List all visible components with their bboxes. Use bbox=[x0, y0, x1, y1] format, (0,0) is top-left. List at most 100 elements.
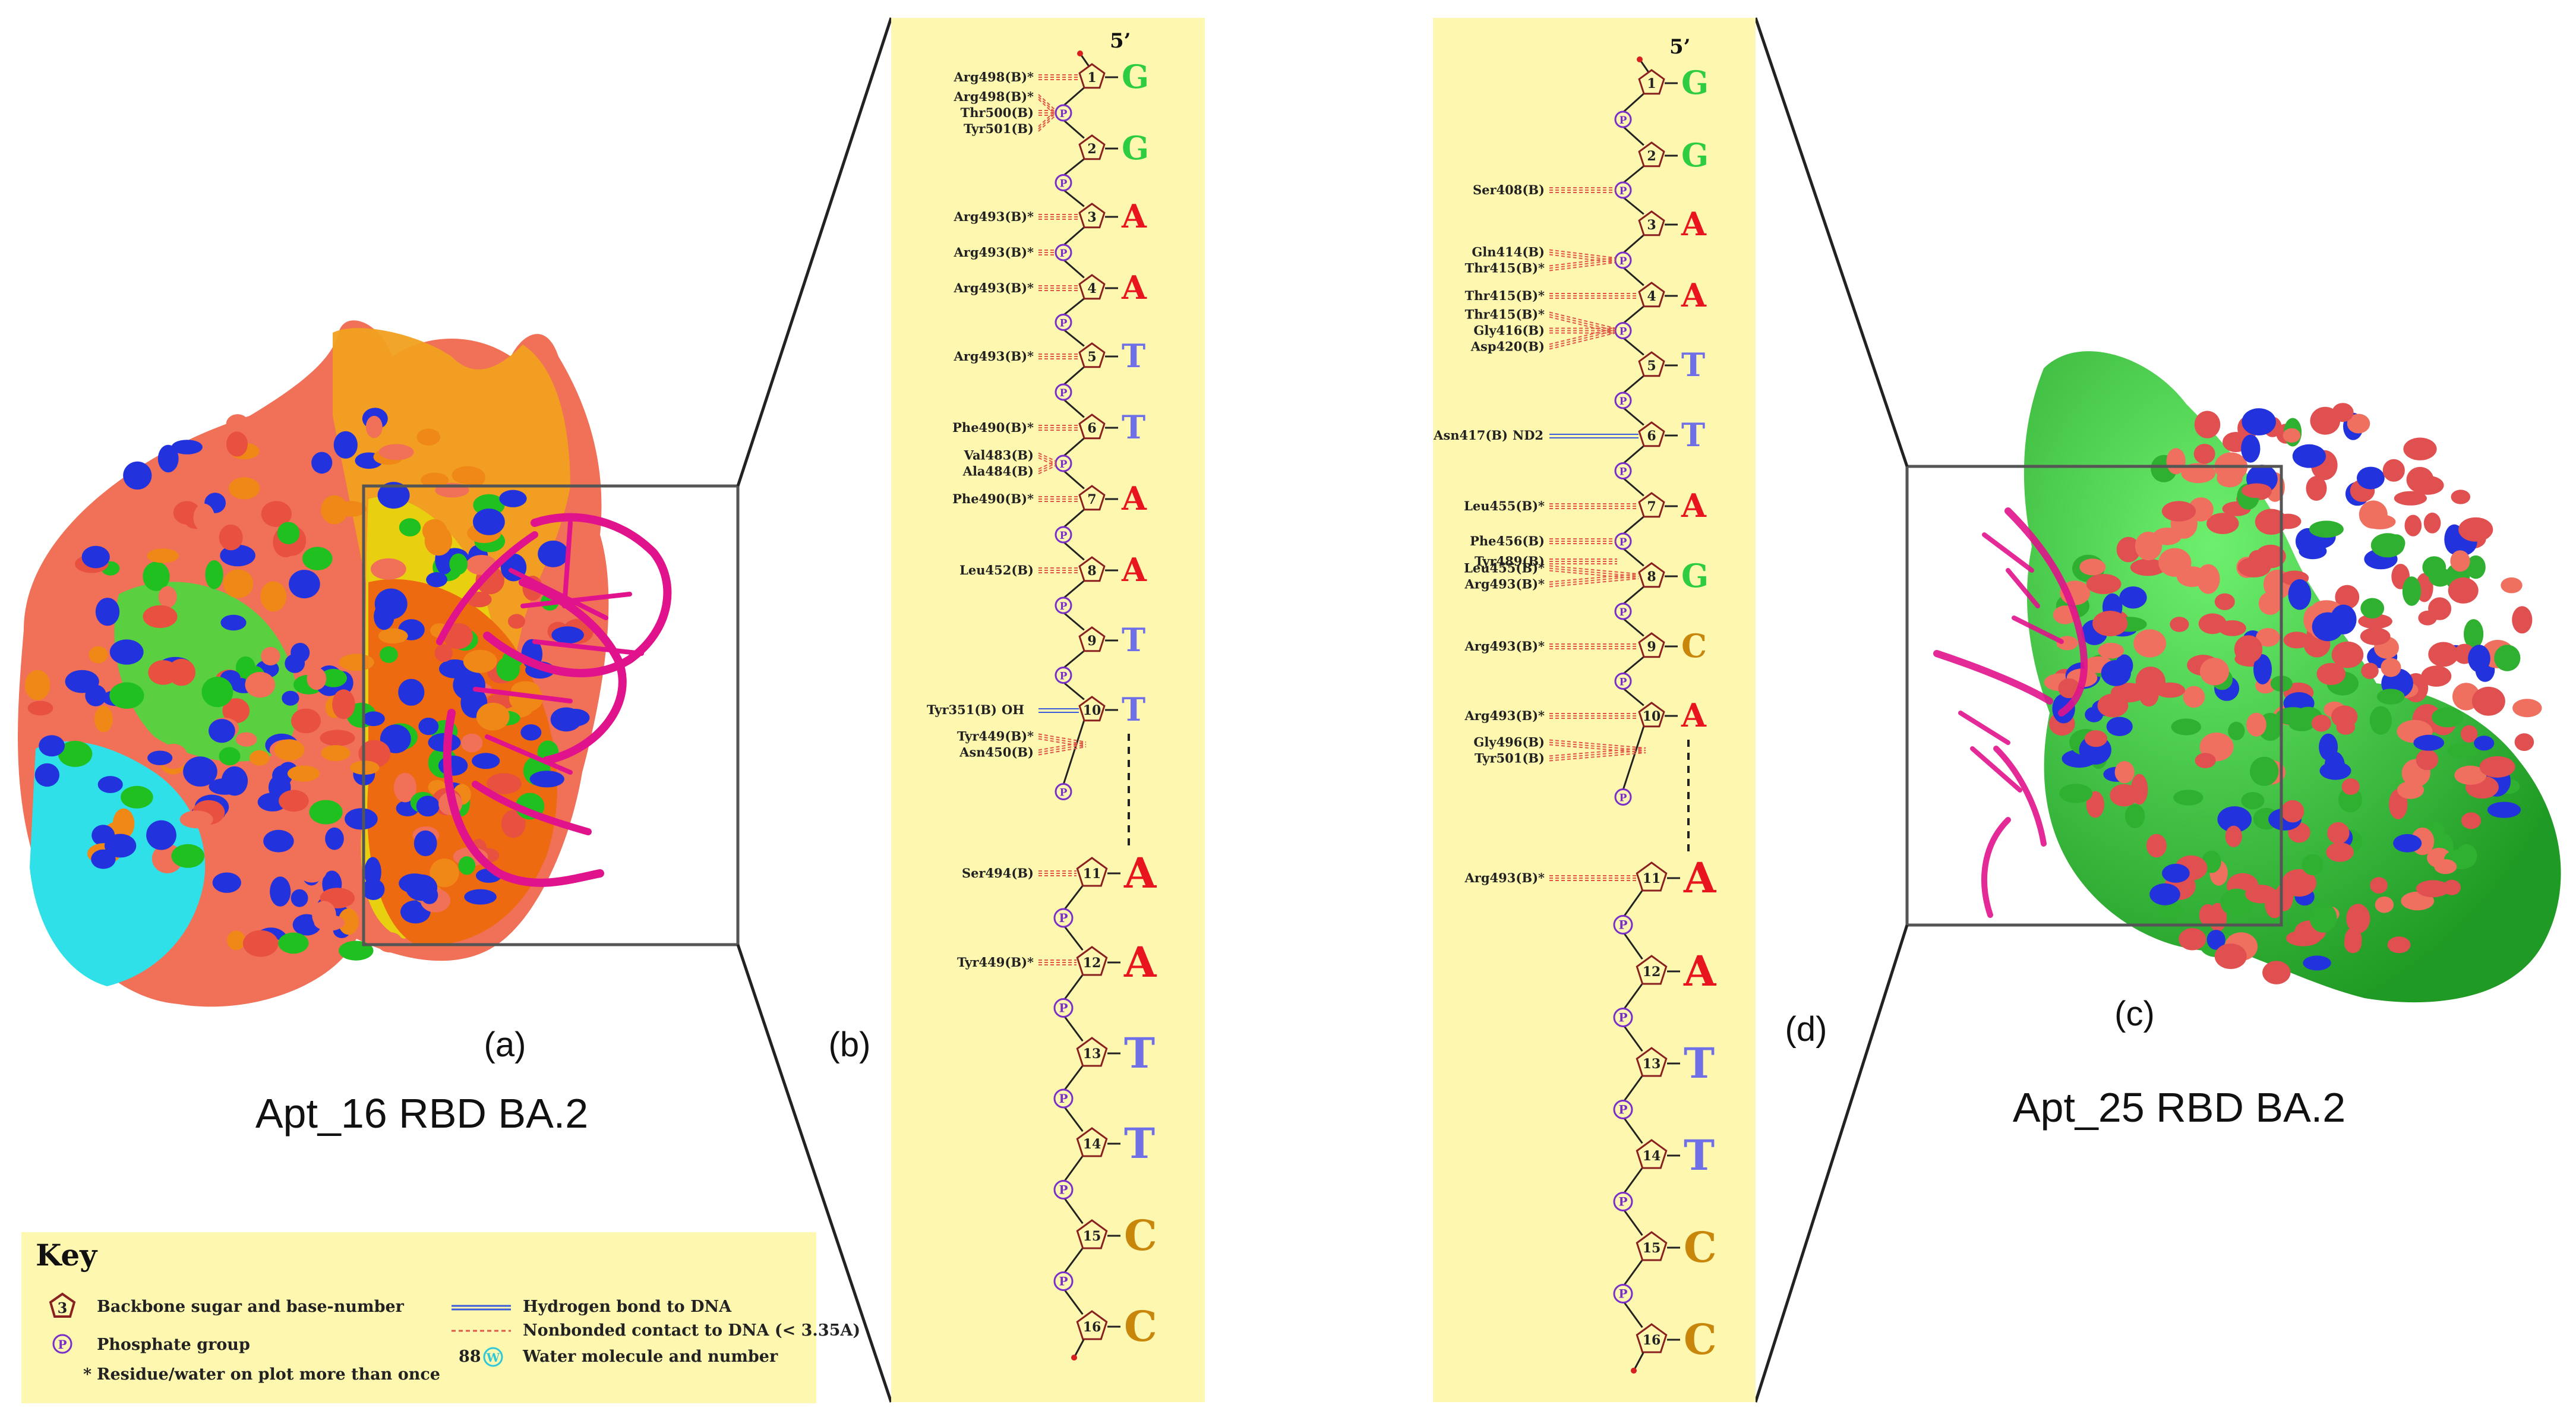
surface-atom bbox=[476, 702, 510, 731]
key-sugar-text: Backbone sugar and base-number bbox=[97, 1298, 405, 1316]
nucleotide-number: 3 bbox=[1087, 210, 1096, 225]
nonbonded-contact bbox=[1549, 752, 1646, 762]
sugar-pentagon-icon bbox=[1078, 63, 1106, 89]
sugar-pentagon-icon bbox=[1638, 421, 1665, 447]
nonbonded-contact bbox=[1549, 565, 1639, 575]
surface-atom bbox=[242, 930, 279, 957]
residue-label: Thr415(B)* bbox=[1465, 307, 1545, 322]
zoom-line-a-bottom bbox=[736, 944, 893, 1403]
phosphate-circle-icon bbox=[1055, 596, 1072, 614]
surface-atom bbox=[89, 646, 108, 664]
hbond-residue-label: Tyr351(B) bbox=[927, 702, 997, 717]
surface-atom bbox=[277, 522, 300, 545]
sugar-pentagon-icon bbox=[1078, 414, 1106, 440]
surface-atom bbox=[97, 776, 123, 793]
surface-atom bbox=[2206, 930, 2225, 950]
nucleotide-number: 7 bbox=[1647, 499, 1656, 515]
nonbonded-contact bbox=[1038, 746, 1087, 756]
nonbonded-contact bbox=[1038, 744, 1087, 753]
surface-atom bbox=[380, 724, 411, 753]
sugar-pentagon-icon bbox=[1078, 203, 1106, 229]
surface-atom bbox=[2347, 414, 2370, 434]
phosphate-symbol: P bbox=[1059, 1001, 1068, 1015]
hbond-atom-label: ND2 bbox=[1513, 428, 1543, 443]
surface-atom bbox=[65, 670, 99, 693]
surface-atom bbox=[34, 763, 59, 787]
surface-atom bbox=[2344, 932, 2362, 954]
nonbonded-contact bbox=[1549, 578, 1639, 588]
nonbonded-contact bbox=[1549, 257, 1616, 267]
phosphate-symbol: P bbox=[1620, 115, 1627, 127]
surface-atom bbox=[362, 711, 385, 727]
surface-atom bbox=[378, 628, 408, 644]
surface-atom bbox=[2217, 469, 2243, 488]
nonbonded-contact bbox=[1038, 457, 1056, 466]
surface-atom bbox=[398, 678, 425, 706]
residue-label: Asp420(B) bbox=[1470, 339, 1545, 354]
base-letter: A bbox=[1683, 853, 1717, 902]
surface-atom bbox=[2188, 497, 2214, 522]
nonbonded-contact bbox=[1038, 741, 1087, 751]
nonbonded-contact bbox=[1549, 262, 1616, 272]
surface-atom bbox=[2198, 613, 2227, 635]
nucleotide-number: 16 bbox=[1083, 1320, 1101, 1335]
base-letter: A bbox=[1123, 938, 1157, 987]
zoom-line-c-top bbox=[1754, 17, 1909, 467]
surface-atom bbox=[321, 495, 348, 525]
surface-atom bbox=[487, 773, 522, 794]
phosphate-circle-icon bbox=[1055, 383, 1072, 401]
residue-label: Leu455(B)* bbox=[1464, 498, 1545, 513]
surface-atom bbox=[274, 739, 305, 761]
base-letter: T bbox=[1122, 621, 1145, 659]
surface-atom bbox=[550, 707, 582, 732]
key-water-symbol: W bbox=[486, 1350, 500, 1365]
nucleotide-number: 14 bbox=[1083, 1137, 1101, 1152]
phosphate-circle-icon bbox=[1055, 667, 1072, 684]
key-water-text: Water molecule and number bbox=[522, 1347, 778, 1366]
surface-atom bbox=[2170, 617, 2189, 632]
sugar-pentagon-icon bbox=[1078, 134, 1106, 160]
nonbonded-contact bbox=[1038, 733, 1087, 743]
surface-atom bbox=[2133, 629, 2167, 658]
surface-atom bbox=[2309, 903, 2337, 933]
surface-atom bbox=[421, 886, 438, 904]
phosphate-circle-icon bbox=[1055, 526, 1072, 544]
surface-atom bbox=[345, 808, 378, 830]
surface-atom bbox=[2451, 490, 2471, 504]
water-circle-icon bbox=[483, 1347, 503, 1367]
surface-atom bbox=[123, 461, 152, 490]
phosphate-symbol: P bbox=[1059, 1183, 1068, 1197]
base-letter: T bbox=[1122, 690, 1145, 728]
residue-label: Arg493(B)* bbox=[954, 209, 1034, 224]
surface-atom bbox=[325, 827, 344, 850]
surface-atom bbox=[2450, 550, 2470, 572]
surface-atom bbox=[94, 705, 113, 733]
surface-atom bbox=[2256, 628, 2280, 647]
key-multi-text: Residue/water on plot more than once bbox=[97, 1365, 440, 1384]
surface-atom bbox=[449, 553, 468, 575]
residue-label: Thr500(B) bbox=[961, 105, 1034, 120]
sugar-pentagon-icon bbox=[1636, 861, 1668, 892]
surface-atom bbox=[2357, 466, 2385, 490]
nucleotide-number: 14 bbox=[1643, 1148, 1661, 1164]
surface-atom bbox=[183, 756, 217, 787]
residue-label: Leu455(B)* bbox=[1464, 561, 1545, 576]
nonbonded-contact bbox=[1038, 465, 1056, 475]
residue-label: Val483(B) bbox=[964, 448, 1034, 463]
surface-atom bbox=[378, 444, 414, 460]
surface-atom bbox=[2361, 662, 2379, 679]
surface-atom bbox=[464, 889, 497, 905]
surface-atom bbox=[2086, 791, 2104, 818]
surface-atom bbox=[538, 540, 569, 567]
sugar-pentagon-icon bbox=[1076, 1310, 1108, 1340]
surface-atom bbox=[2275, 513, 2302, 529]
surface-atom bbox=[2429, 567, 2452, 587]
phosphate-circle-icon bbox=[1614, 673, 1632, 690]
nonbonded-contact bbox=[1038, 736, 1087, 745]
phosphate-symbol: P bbox=[1620, 185, 1627, 197]
sugar-pentagon-icon bbox=[1078, 342, 1106, 368]
surface-atom bbox=[466, 468, 485, 487]
surface-atom bbox=[302, 547, 333, 570]
surface-atom bbox=[222, 698, 250, 724]
